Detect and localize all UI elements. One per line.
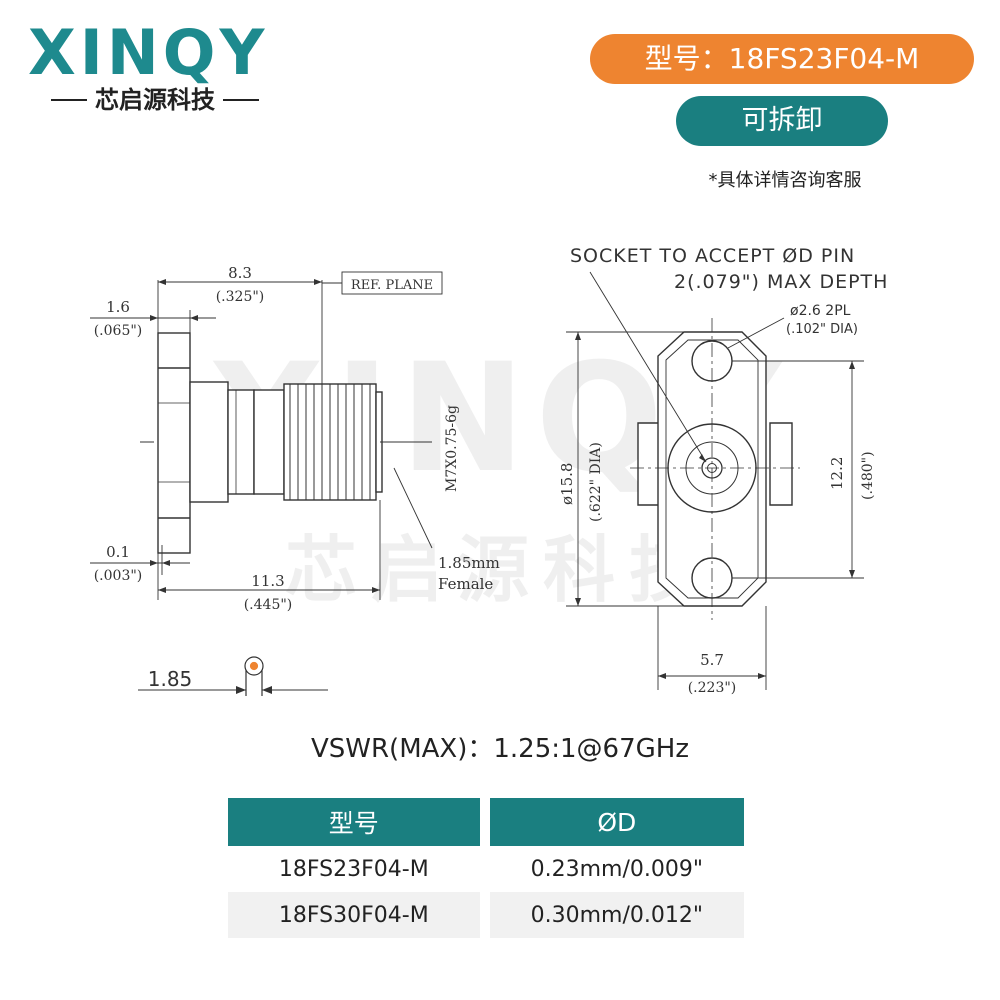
socket-note-line1: SOCKET TO ACCEPT ØD PIN (570, 245, 855, 267)
interface-size: 1.85mm (438, 554, 500, 572)
body-neck (227, 389, 255, 495)
table-row: 18FS23F04-M 0.23mm/0.009" (228, 846, 744, 892)
technical-drawing: XINQY 芯启源科技 (90, 245, 888, 696)
side-view (90, 271, 443, 600)
removable-badge: 可拆卸 (676, 96, 888, 146)
logo-rule-right (223, 99, 259, 101)
dim-5-7: 5.7 (700, 651, 724, 669)
interface-gender: Female (438, 575, 493, 593)
pin-size-label: 1.85 (148, 667, 193, 691)
brand-logo: XINQY (28, 16, 269, 89)
cell-pin-diameter: 0.23mm/0.009" (530, 856, 703, 882)
dim-0-1-in: (.003") (94, 568, 143, 584)
dim-15-8: ø15.8 (558, 463, 576, 505)
cell-model: 18FS23F04-M (278, 856, 429, 882)
flange (157, 332, 191, 554)
company-name-text: 芯启源科技 (95, 86, 215, 114)
dim-5-7-in: (.223") (688, 680, 737, 696)
dim-11-3-in: (.445") (244, 597, 293, 613)
dim-15-8-in: (.622" DIA) (588, 442, 604, 522)
model-badge: 型号：18FS23F04-M (590, 34, 974, 84)
pin-dot (249, 661, 259, 671)
vswr-spec: VSWR(MAX)：1.25:1@67GHz (310, 734, 689, 764)
dim-12-2-in: (.480") (860, 451, 876, 500)
pin-detail (138, 656, 328, 696)
logo-rule-left (51, 99, 87, 101)
brand-company-name: 芯启源科技 (24, 86, 286, 114)
hole-dia: ø2.6 2PL (790, 303, 851, 319)
front-view-labels: SOCKET TO ACCEPT ØD PIN 2(.079") MAX DEP… (558, 245, 888, 696)
header-model: 型号 (228, 798, 480, 846)
body-shoulder (253, 389, 285, 495)
cell-model: 18FS30F04-M (228, 892, 480, 938)
body-collar (189, 381, 229, 503)
thread-label: M7X0.75-6g (444, 405, 460, 492)
dim-8-3: 8.3 (228, 264, 252, 282)
hole-dia-in: (.102" DIA) (786, 322, 858, 337)
cell-pin-diameter: 0.30mm/0.012" (489, 892, 744, 938)
dim-8-3-in: (.325") (216, 289, 265, 305)
socket-note-line2: 2(.079") MAX DEPTH (674, 271, 888, 293)
table-row: 18FS30F04-M 0.30mm/0.012" (228, 892, 744, 938)
dim-0-1: 0.1 (106, 543, 130, 561)
watermark-company: 芯启源科技 (285, 528, 715, 612)
spec-table: 型号 ØD 18FS23F04-M 0.23mm/0.009" 18FS30F0… (218, 798, 754, 938)
header-pin-diameter: ØD (489, 798, 744, 846)
front-view (566, 271, 864, 690)
table-header-row: 型号 ØD (228, 798, 744, 846)
side-view-labels: 8.3 (.325") 1.6 (.065") REF. PLANE M7X0.… (94, 264, 500, 613)
dim-11-3: 11.3 (251, 572, 284, 590)
ref-plane-label: REF. PLANE (351, 278, 433, 293)
service-note: *具体详情咨询客服 (708, 170, 862, 191)
dim-1-6: 1.6 (106, 298, 130, 316)
dim-1-6-in: (.065") (94, 323, 143, 339)
dim-12-2: 12.2 (828, 457, 846, 490)
